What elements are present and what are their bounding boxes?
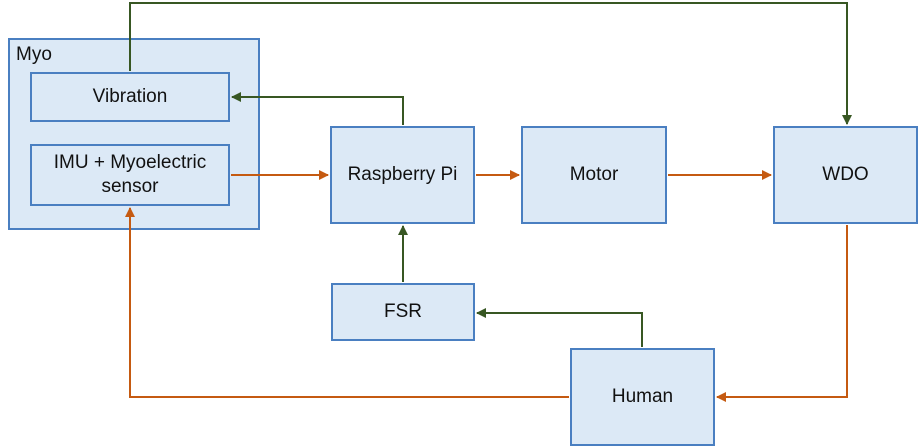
- edge-human-to-imu: [125, 207, 569, 398]
- human-label: Human: [611, 386, 674, 407]
- fsr-label: FSR: [384, 301, 422, 322]
- imu-myoelectric-label: IMU + Myoelectric sensor: [53, 152, 207, 197]
- motor-node: Motor: [521, 126, 667, 224]
- motor-label: Motor: [569, 164, 619, 185]
- edge-wdo-to-human: [716, 225, 848, 402]
- myo-group-label: Myo: [16, 44, 52, 65]
- imu-myoelectric-node: IMU + Myoelectric sensor: [30, 144, 230, 206]
- edge-vibration-to-wdo: [129, 2, 852, 125]
- raspberry-pi-label: Raspberry Pi: [347, 164, 458, 185]
- edge-human-to-fsr: [476, 308, 643, 347]
- edge-raspberry-pi-to-vibration: [231, 92, 404, 125]
- fsr-node: FSR: [331, 283, 475, 341]
- wdo-label: WDO: [822, 164, 869, 185]
- raspberry-pi-node: Raspberry Pi: [330, 126, 475, 224]
- wdo-node: WDO: [773, 126, 918, 224]
- vibration-node: Vibration: [30, 72, 230, 122]
- human-node: Human: [570, 348, 715, 446]
- vibration-label: Vibration: [92, 86, 168, 107]
